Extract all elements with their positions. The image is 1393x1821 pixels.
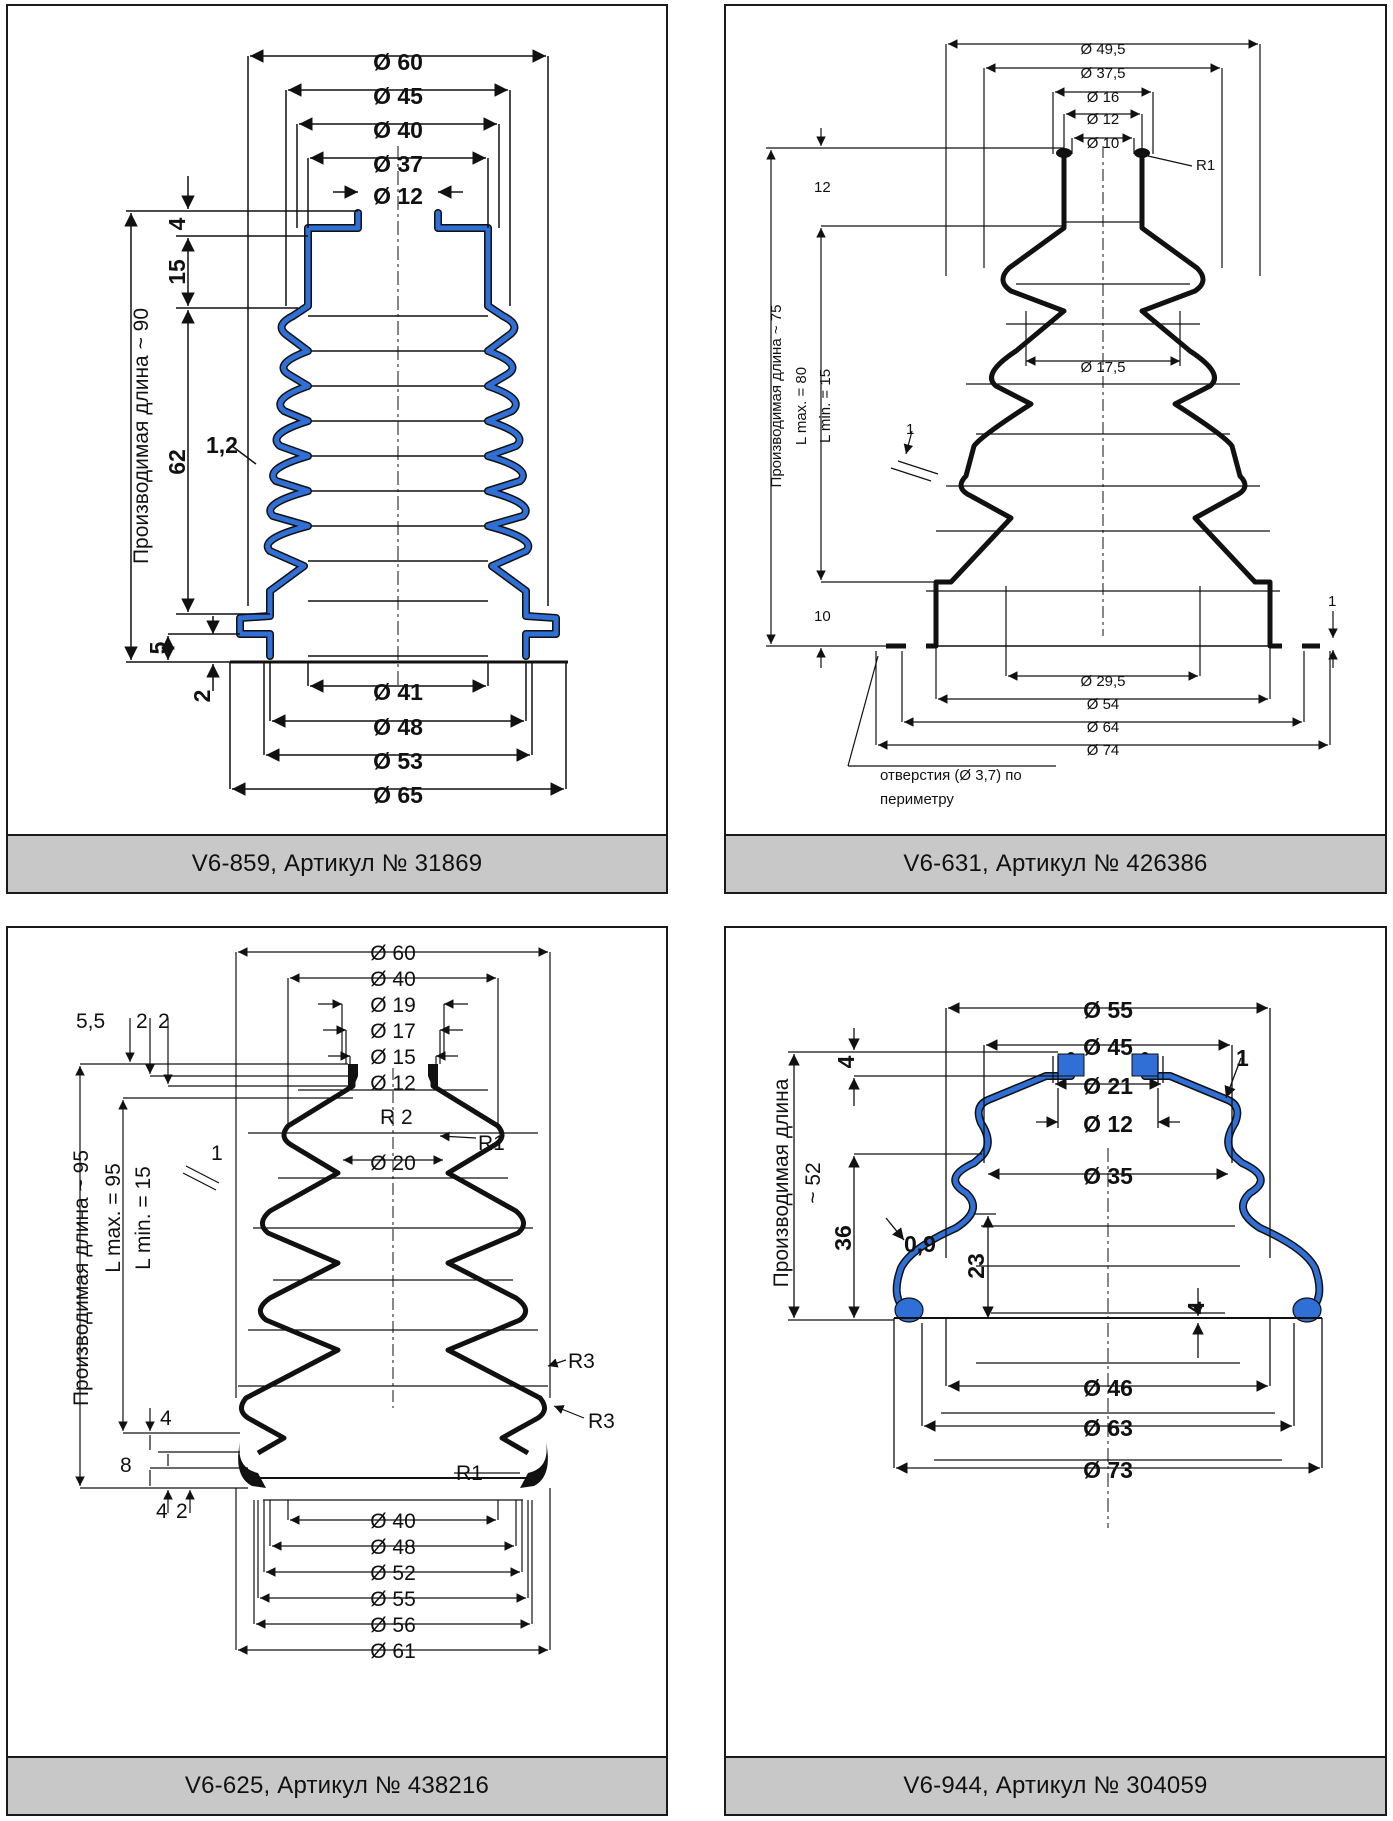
hole-note-line-1: отверстия (Ø 3,7) по: [880, 767, 1022, 784]
drawing-panel-v6-625: Ø 60 Ø 40 Ø 19 Ø 17 Ø 15 Ø 12 Ø 20 R1 R …: [6, 926, 668, 1816]
dim-height-1: 4: [164, 217, 190, 230]
hole-note-line-2: периметру: [880, 791, 954, 808]
dim-top-5: Ø 10: [1087, 135, 1120, 152]
dim-top-3: Ø 21: [1083, 1073, 1133, 1099]
panel-caption: V6-944, Артикул № 304059: [726, 1756, 1385, 1814]
dim-bottom-height-3: 4: [156, 1500, 168, 1523]
length-label: Производимая длина ~ 75: [768, 305, 785, 488]
dim-top-2: Ø 45: [373, 83, 423, 109]
panel-caption: V6-631, Артикул № 426386: [726, 834, 1385, 892]
bellows-drawing-v6-625: Ø 60 Ø 40 Ø 19 Ø 17 Ø 15 Ø 12 Ø 20 R1 R …: [70, 942, 615, 1663]
dim-top-6: Ø 12: [370, 1072, 416, 1095]
dim-top-1: Ø 60: [370, 942, 416, 965]
dim-bottom-4: Ø 74: [1087, 742, 1120, 759]
dim-top-4: Ø 17: [370, 1020, 416, 1043]
dim-bottom-height-2: 8: [120, 1454, 132, 1477]
dim-bottom-2: Ø 54: [1087, 696, 1120, 713]
bellows-drawing-v6-859: Ø 60 Ø 45 Ø 40 Ø 37 Ø 12 Ø 41 Ø 48 Ø 53 …: [124, 49, 568, 808]
dim-top-5: Ø 15: [370, 1046, 416, 1069]
dim-thickness-side: 0,9: [904, 1231, 936, 1257]
dim-bottom-height-4: 2: [176, 1500, 188, 1523]
drawing-panel-v6-944: Ø 55 Ø 45 Ø 21 Ø 12 Ø 35 Ø 46 Ø 63 Ø 73: [724, 926, 1387, 1816]
dim-middle: Ø 35: [1083, 1163, 1133, 1189]
dim-bottom-3: Ø 53: [373, 748, 423, 774]
dim-bottom-1: Ø 41: [373, 679, 423, 705]
dim-height-1: 4: [833, 1055, 859, 1068]
dim-top-height-1: 5,5: [76, 1010, 105, 1033]
dim-top-1: Ø 49,5: [1080, 41, 1125, 58]
dim-height-1: 12: [814, 179, 831, 196]
dim-top-1: Ø 60: [373, 49, 423, 75]
radius-r3-lower: R3: [588, 1410, 615, 1433]
dim-top-4: Ø 12: [1087, 111, 1120, 128]
dim-top-2: Ø 37,5: [1080, 65, 1125, 82]
dim-thickness-top: 1: [1236, 1045, 1249, 1071]
dim-height-3: 62: [164, 449, 190, 475]
radius-label: R1: [1196, 157, 1215, 174]
dim-bottom-2: Ø 48: [370, 1536, 416, 1559]
radius-r1-top: R1: [478, 1132, 505, 1155]
dim-top-4: Ø 12: [1083, 1111, 1133, 1137]
dim-top-3: Ø 19: [370, 994, 416, 1017]
dim-height-4: 4: [1183, 1301, 1209, 1314]
dim-height-5: 2: [189, 690, 215, 703]
dim-top-2: Ø 40: [370, 968, 416, 991]
dim-bottom-1: Ø 46: [1083, 1375, 1133, 1401]
dim-height-2: 10: [814, 608, 831, 625]
dim-thickness: 1: [211, 1142, 223, 1165]
dim-bottom-3: Ø 64: [1087, 719, 1120, 736]
dim-bottom-4: Ø 55: [370, 1588, 416, 1611]
lmax-label: L max. = 80: [793, 367, 810, 445]
dim-height-2: 36: [830, 1225, 856, 1251]
dim-bottom-5: Ø 56: [370, 1614, 416, 1637]
radius-r2: R 2: [380, 1106, 413, 1129]
bellows-drawing-v6-944: Ø 55 Ø 45 Ø 21 Ø 12 Ø 35 Ø 46 Ø 63 Ø 73: [770, 997, 1389, 1528]
dim-top-5: Ø 12: [373, 183, 423, 209]
dim-bottom-6: Ø 61: [370, 1640, 416, 1663]
dim-top-2: Ø 45: [1083, 1034, 1133, 1060]
lmin-label: L min. = 15: [817, 369, 834, 443]
dim-top-4: Ø 37: [373, 151, 423, 177]
length-label: Производимая длина ~ 90: [130, 308, 153, 564]
dim-top-3: Ø 16: [1087, 89, 1120, 106]
dim-height-4: 5: [145, 641, 171, 654]
dim-bottom-height-1: 4: [160, 1407, 172, 1430]
dim-thickness: 1: [906, 421, 914, 438]
length-label: Производимая длина: [770, 1078, 793, 1287]
drawing-panel-v6-631: Ø 49,5 Ø 37,5 Ø 16 Ø 12 Ø 10 Ø 17,5 R1 Ø…: [724, 4, 1387, 894]
panel-caption: V6-625, Артикул № 438216: [8, 1756, 666, 1814]
dim-bottom-2: Ø 48: [373, 714, 423, 740]
dim-middle: Ø 20: [370, 1152, 416, 1175]
dim-thickness: 1,2: [206, 432, 238, 458]
dim-bottom-3: Ø 52: [370, 1562, 416, 1585]
dim-flange-thickness: 1: [1328, 593, 1336, 610]
lmin-label: L min. = 15: [132, 1166, 155, 1270]
radius-r3-upper: R3: [568, 1350, 595, 1373]
dim-bottom-4: Ø 65: [373, 782, 423, 808]
length-label: Производимая длина ~ 95: [70, 1150, 93, 1406]
dim-height-3: 23: [963, 1253, 989, 1279]
dim-bottom-2: Ø 63: [1083, 1415, 1133, 1441]
dim-top-1: Ø 55: [1083, 997, 1133, 1023]
dim-bottom-1: Ø 29,5: [1080, 673, 1125, 690]
length-value: ~ 52: [802, 1162, 825, 1203]
panel-caption: V6-859, Артикул № 31869: [8, 834, 666, 892]
lmax-label: L max. = 95: [102, 1163, 125, 1273]
dim-top-height-3: 2: [158, 1010, 170, 1033]
dim-middle: Ø 17,5: [1080, 359, 1125, 376]
drawing-panel-v6-859: Ø 60 Ø 45 Ø 40 Ø 37 Ø 12 Ø 41 Ø 48 Ø 53 …: [6, 4, 668, 894]
dim-height-2: 15: [164, 259, 190, 285]
dim-top-height-2: 2: [136, 1010, 148, 1033]
dim-bottom-3: Ø 73: [1083, 1457, 1133, 1483]
dim-bottom-1: Ø 40: [370, 1510, 416, 1533]
dim-top-3: Ø 40: [373, 117, 423, 143]
bellows-drawing-v6-631: Ø 49,5 Ø 37,5 Ø 16 Ø 12 Ø 10 Ø 17,5 R1 Ø…: [766, 39, 1338, 808]
